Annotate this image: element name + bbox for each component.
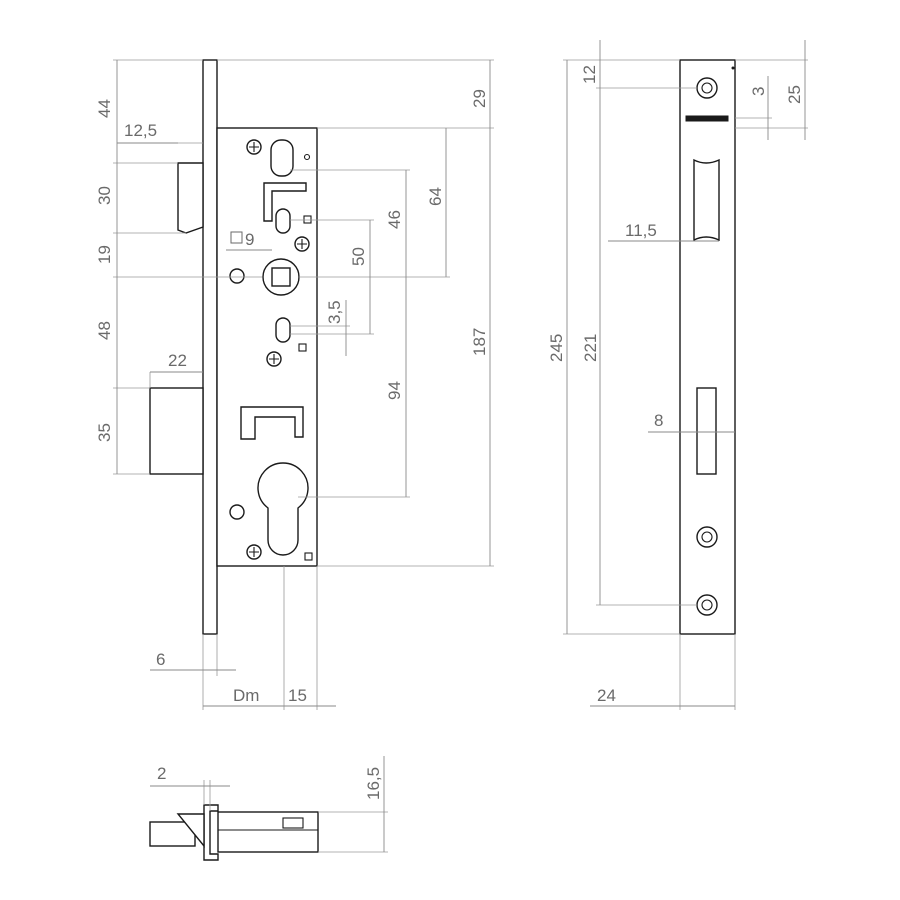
dim-187: 187	[470, 328, 489, 356]
small-pin	[303, 153, 311, 161]
top-forend	[203, 804, 219, 861]
screw-mid-cross	[297, 239, 307, 249]
faceplate-hole-bottom	[696, 594, 718, 616]
dim-19: 19	[95, 245, 114, 264]
top-view-labels: 2 16,5	[157, 764, 383, 800]
dead-bolt	[149, 387, 204, 475]
hole-left-upper	[229, 268, 245, 284]
forend-strip	[202, 59, 218, 635]
latch-lever	[263, 182, 307, 222]
top-view	[149, 804, 319, 861]
dim-12: 12	[580, 65, 599, 84]
square-mark-3	[304, 552, 313, 561]
faceplate-dimensions	[563, 40, 808, 710]
square-mark-1	[303, 215, 312, 224]
top-bolt-bevel	[176, 813, 205, 848]
faceplate-hole-mid	[696, 526, 718, 548]
dim-11-5: 11,5	[625, 221, 657, 240]
latch-bolt	[177, 162, 204, 234]
front-view-labels: 44 12,5 30 19 48 22 35 29 64 46 50 3,5 9…	[95, 89, 489, 705]
dim-30: 30	[95, 186, 114, 205]
screw-top-cross	[249, 142, 259, 152]
dim-15: 15	[288, 686, 307, 705]
bolt-mechanism	[240, 406, 304, 440]
dim-44: 44	[95, 99, 114, 118]
dim-245: 245	[547, 334, 566, 362]
dim-29: 29	[470, 89, 489, 108]
follower-square	[271, 267, 291, 287]
dim-9: 9	[245, 230, 254, 249]
dim-25: 25	[785, 85, 804, 104]
square-mark-2	[298, 343, 307, 352]
dim-48: 48	[95, 321, 114, 340]
top-case	[217, 811, 319, 853]
latch-follower	[270, 139, 294, 177]
latch-opening	[693, 158, 720, 242]
dim-221: 221	[581, 334, 600, 362]
hole-left-lower	[229, 504, 245, 520]
dim-16-5: 16,5	[364, 767, 383, 800]
oval-slot-lower	[275, 317, 291, 343]
dim-46: 46	[385, 210, 404, 229]
dim-3: 3	[749, 87, 768, 96]
faceplate	[679, 59, 736, 635]
dim-2: 2	[157, 764, 166, 783]
dim-35: 35	[95, 423, 114, 442]
dim-24: 24	[597, 686, 616, 705]
oval-slot-upper	[275, 208, 291, 234]
top-view-dimensions	[150, 756, 388, 853]
screw-low-cross	[269, 354, 279, 364]
dim-6: 6	[156, 650, 165, 669]
screw-bottom-cross	[249, 547, 259, 557]
dim-94: 94	[385, 381, 404, 400]
dim-50: 50	[349, 247, 368, 266]
faceplate-labels: 12 3 25 11,5 245 221 8 24	[547, 65, 804, 705]
dim-8: 8	[654, 411, 663, 430]
engraved-label	[685, 115, 729, 122]
front-view-dimensions	[113, 59, 494, 710]
dim-3-5: 3,5	[325, 300, 344, 324]
cylinder-cutout	[257, 462, 309, 556]
dim-12-5: 12,5	[124, 121, 157, 140]
faceplate-hole-top	[696, 77, 718, 99]
dim-22: 22	[168, 351, 187, 370]
front-view	[149, 59, 318, 635]
square-symbol	[230, 231, 243, 244]
deadbolt-opening	[696, 387, 717, 475]
dim-64: 64	[426, 187, 445, 206]
faceplate-view	[679, 59, 736, 635]
dim-dm: Dm	[233, 686, 259, 705]
